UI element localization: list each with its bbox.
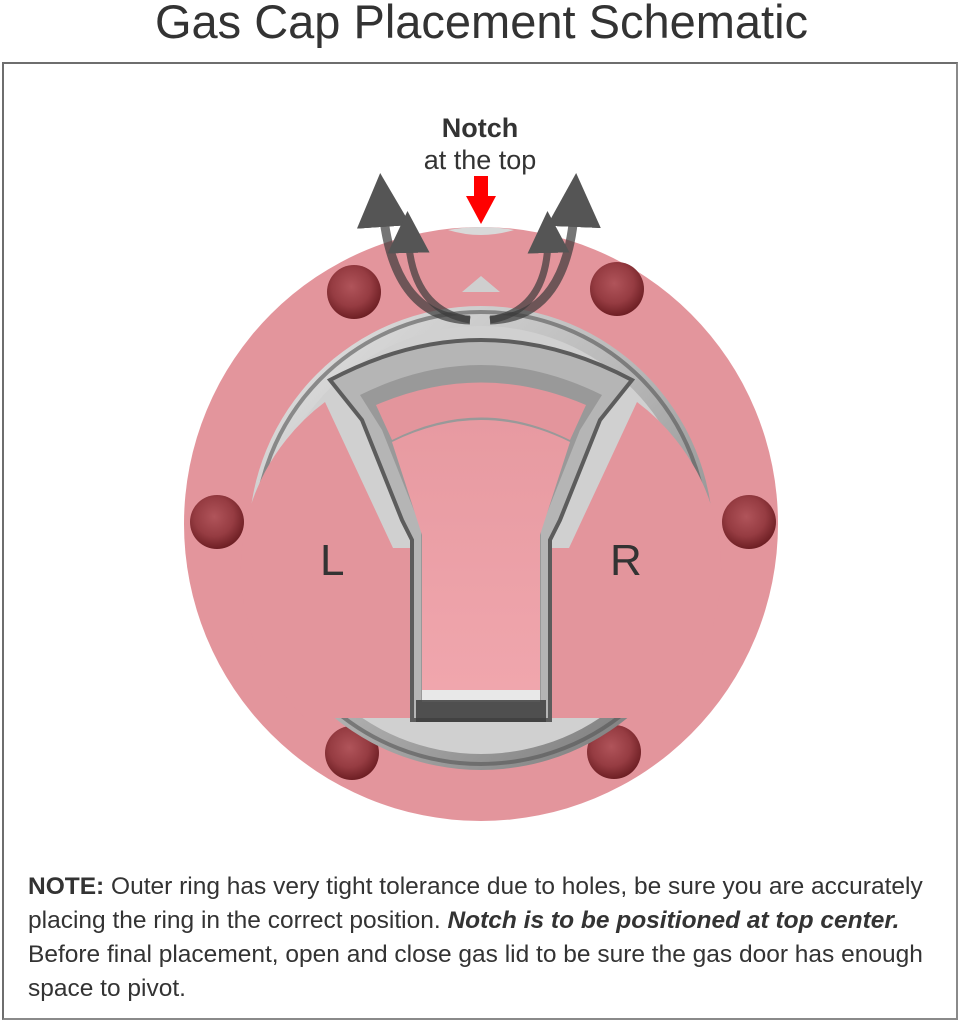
notch-label-subtitle: at the top: [423, 145, 537, 175]
mounting-hole-top-right: [590, 262, 644, 316]
note-text-2: Before final placement, open and close g…: [28, 941, 923, 1002]
key-frame: [326, 338, 636, 722]
mounting-hole-left: [190, 495, 244, 549]
notch-label-title: Notch: [441, 113, 519, 143]
note-emphasis: Notch is to be positioned at top center.: [447, 907, 900, 934]
gas-cap-schematic: [184, 173, 778, 821]
mounting-holes: [190, 262, 776, 780]
mounting-hole-top-left: [327, 265, 381, 319]
page-title: Gas Cap Placement Schematic: [154, 0, 809, 48]
left-side-label: L: [320, 536, 345, 585]
note-label: NOTE:: [28, 873, 105, 900]
right-panel: [549, 402, 722, 718]
pivot-arrows: [356, 173, 601, 325]
notch-pointer-arrow-icon: [466, 176, 496, 224]
left-panel: [240, 402, 413, 718]
mounting-hole-bottom-left: [325, 726, 379, 780]
pivot-arrow-inner-right: [489, 211, 570, 324]
mounting-hole-bottom-right: [587, 725, 641, 779]
note-text-1: Outer ring has very tight tolerance due …: [28, 873, 923, 934]
mounting-hole-right: [722, 495, 776, 549]
installation-note: NOTE: Outer ring has very tight toleranc…: [28, 870, 943, 1006]
notch-cutout: [448, 227, 514, 235]
pivot-arrow-inner-left: [387, 211, 471, 324]
right-side-label: R: [610, 536, 642, 585]
notch-label: Notch at the top: [380, 112, 580, 176]
